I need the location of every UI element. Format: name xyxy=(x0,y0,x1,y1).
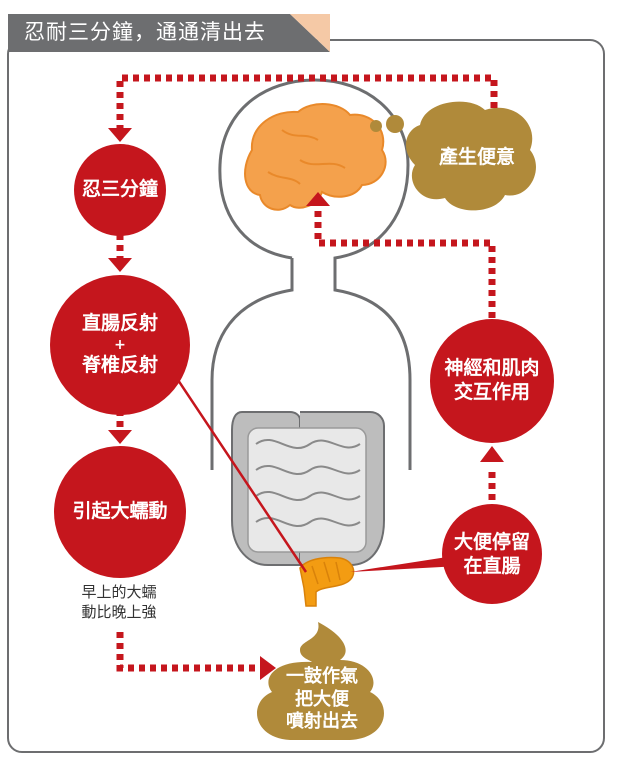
node-expel-line3: 噴射出去 xyxy=(286,711,358,733)
node-expel: 一鼓作氣 把大便 噴射出去 xyxy=(262,662,382,738)
node-nerve-muscle: 神經和肌肉 交互作用 xyxy=(430,352,554,410)
dotted-arrows xyxy=(116,74,498,672)
node-spinal-reflex-label: 脊椎反射 xyxy=(81,354,158,376)
pointer-wedge-stool xyxy=(350,555,460,572)
node-hold: 忍三分鐘 xyxy=(74,164,166,216)
node-peristalsis-label: 引起大蠕動 xyxy=(72,500,168,523)
morning-note-line2: 動比晚上強 xyxy=(81,603,157,622)
node-rectal-reflex-label: 直腸反射 xyxy=(81,312,158,335)
thought-cloud xyxy=(370,101,536,211)
pointer-line-reflex xyxy=(168,367,308,573)
arrow-heads xyxy=(108,128,504,680)
morning-note-line1: 早上的大蠕 xyxy=(81,583,157,601)
node-stool-stays-line1: 大便停留 xyxy=(453,531,530,554)
node-expel-line1: 一鼓作氣 xyxy=(286,666,358,688)
page-title: 忍耐三分鐘，通通清出去 xyxy=(24,20,266,44)
title-tab-corner xyxy=(290,14,330,52)
node-reflex-circle xyxy=(50,275,190,415)
body-outline xyxy=(210,78,412,470)
node-nerve-muscle-line1: 神經和肌肉 xyxy=(444,357,540,380)
node-hold-circle xyxy=(74,144,166,236)
node-peristalsis: 引起大蠕動 xyxy=(54,490,186,534)
arrow-top-loop xyxy=(116,74,498,130)
morning-note: 早上的大蠕 動比晚上強 xyxy=(64,582,174,623)
intestines-icon xyxy=(231,411,385,607)
node-expel-line2: 把大便 xyxy=(295,688,349,710)
node-hold-label: 忍三分鐘 xyxy=(81,178,158,201)
node-stool-stays: 大便停留 在直腸 xyxy=(442,528,542,582)
node-reflex: 直腸反射 + 脊椎反射 xyxy=(50,300,190,390)
node-peristalsis-circle xyxy=(54,446,186,578)
node-stool-circle xyxy=(442,504,542,604)
node-brain-signal-label: 產生便意 xyxy=(438,146,515,169)
node-nerve-circle xyxy=(430,319,554,443)
brain-icon xyxy=(244,103,387,211)
node-plus-label: + xyxy=(114,337,126,353)
title-tab-bg xyxy=(8,14,330,52)
node-stool-stays-line2: 在直腸 xyxy=(463,555,521,577)
arrow-to-expel xyxy=(116,632,262,672)
node-nerve-muscle-line2: 交互作用 xyxy=(453,381,530,403)
arrow-nerve-to-brain xyxy=(314,210,496,318)
poop-icon xyxy=(257,622,384,740)
node-brain-signal: 產生便意 xyxy=(422,130,532,186)
